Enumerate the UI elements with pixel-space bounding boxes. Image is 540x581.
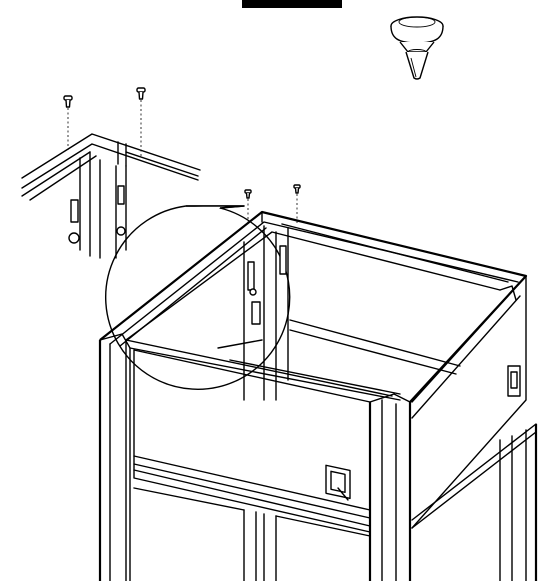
screw-pair — [63, 87, 146, 158]
plastic-foot-plug — [390, 16, 444, 80]
screw-pair — [244, 184, 301, 226]
cabinet-frame — [98, 210, 538, 581]
header-bar — [242, 0, 342, 8]
detail-callout — [21, 87, 291, 390]
